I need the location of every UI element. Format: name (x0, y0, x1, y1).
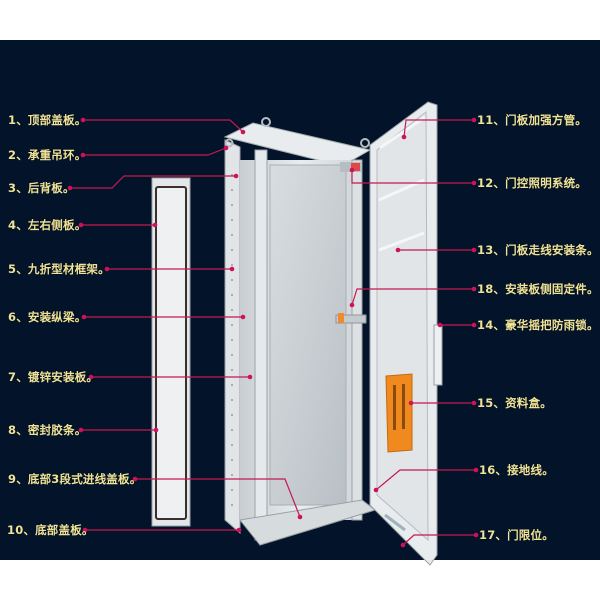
label-lifting-ring: 2、承重吊环。 (8, 148, 87, 162)
label-door-stop: 17、门限位。 (479, 528, 554, 542)
label-bottom-cover: 10、底部盖板。 (7, 523, 94, 537)
label-bottom-entry-cover: 9、底部3段式进线盖板。 (8, 472, 142, 486)
label-door-lighting: 12、门控照明系统。 (477, 176, 588, 190)
label-frame-profile: 5、九折型材框架。 (8, 262, 110, 276)
label-top-cover: 1、顶部盖板。 (8, 113, 87, 127)
label-mounting-rail: 6、安装纵梁。 (8, 310, 87, 324)
label-ground-wire: 16、接地线。 (479, 463, 554, 477)
label-document-box: 15、资料盒。 (477, 396, 552, 410)
label-rainproof-lock: 14、豪华摇把防雨锁。 (477, 318, 599, 332)
label-side-panels: 4、左右侧板。 (8, 218, 87, 232)
label-plate-side-fixing: 18、安装板侧固定件。 (477, 282, 599, 296)
label-mounting-plate: 7、镀锌安装板。 (8, 370, 99, 384)
label-door-wiring-strip: 13、门板走线安装条。 (477, 243, 599, 257)
label-back-panel: 3、后背板。 (8, 181, 75, 195)
label-door-reinforcement: 11、门板加强方管。 (477, 113, 588, 127)
label-seal-strip: 8、密封胶条。 (8, 423, 87, 437)
